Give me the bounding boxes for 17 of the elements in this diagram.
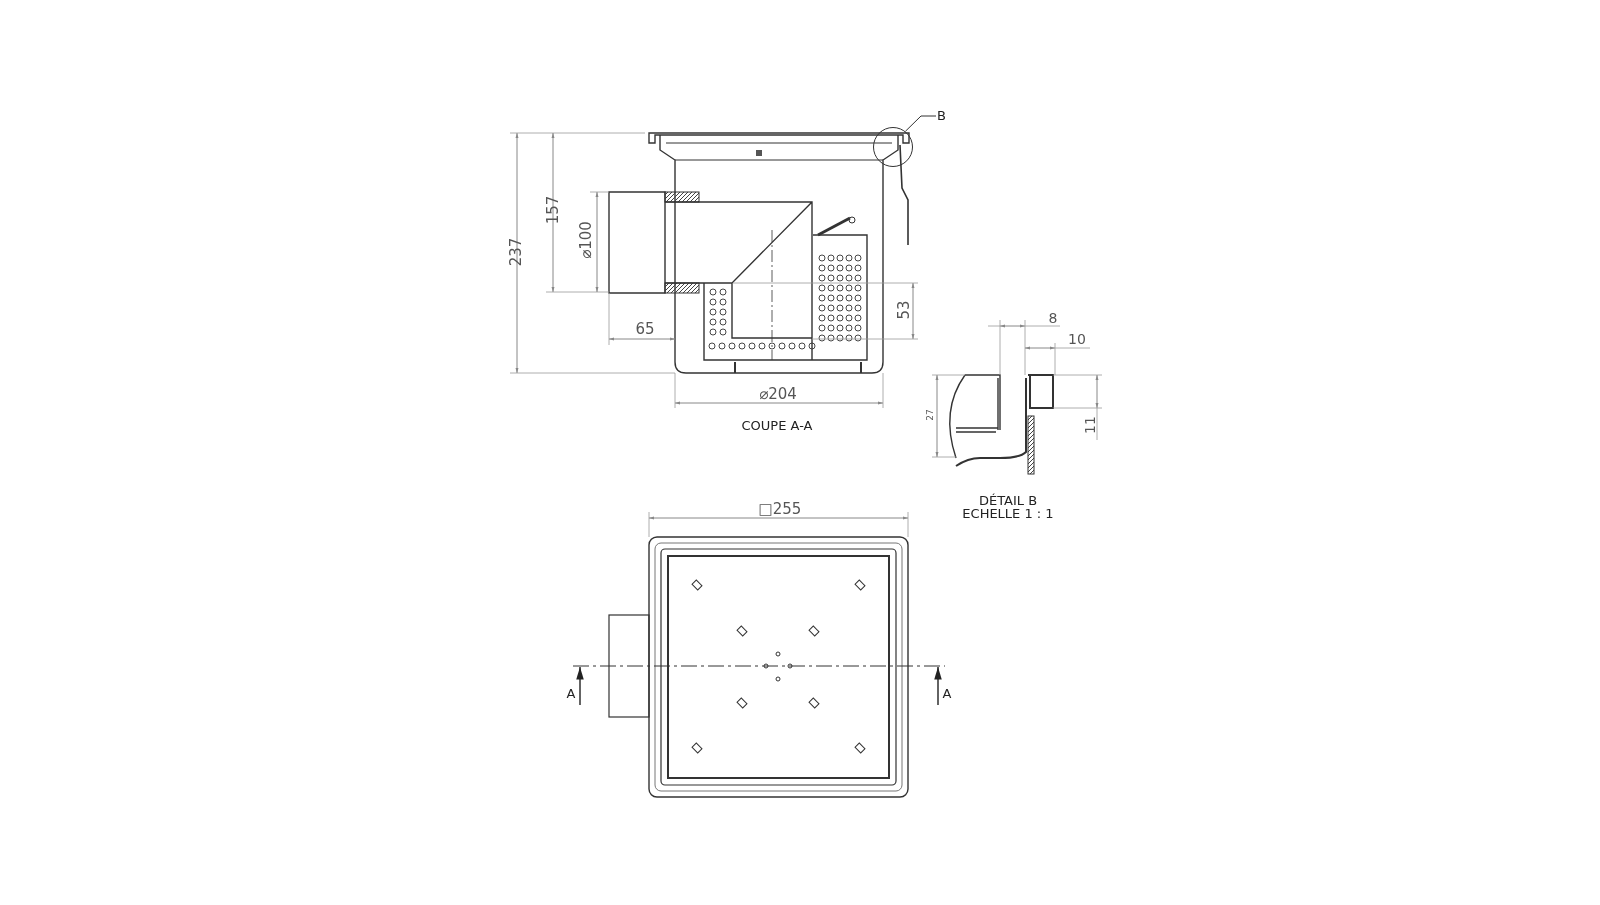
dimension-text: 53	[896, 300, 912, 320]
section-letter: A	[566, 686, 576, 700]
dimension-text: 8	[1048, 311, 1058, 325]
dimension-text: ⌀100	[578, 221, 594, 259]
dimension-text: 10	[1068, 332, 1086, 346]
dimension-text: 11	[1083, 416, 1097, 434]
dimension-text: □255	[758, 501, 802, 517]
dimension-text: 237	[508, 237, 524, 267]
callout-letter: B	[937, 108, 949, 124]
section-letter: A	[942, 686, 952, 700]
dimension-text: 157	[545, 195, 561, 225]
view-title: COUPE A-A	[741, 418, 813, 432]
view-title: DÉTAIL B ECHELLE 1 : 1	[961, 494, 1055, 520]
dimension-text: ⌀204	[759, 386, 797, 402]
leader-line	[904, 115, 937, 132]
dimension-text: 65	[635, 321, 655, 337]
dimension-text: 27	[925, 409, 935, 421]
